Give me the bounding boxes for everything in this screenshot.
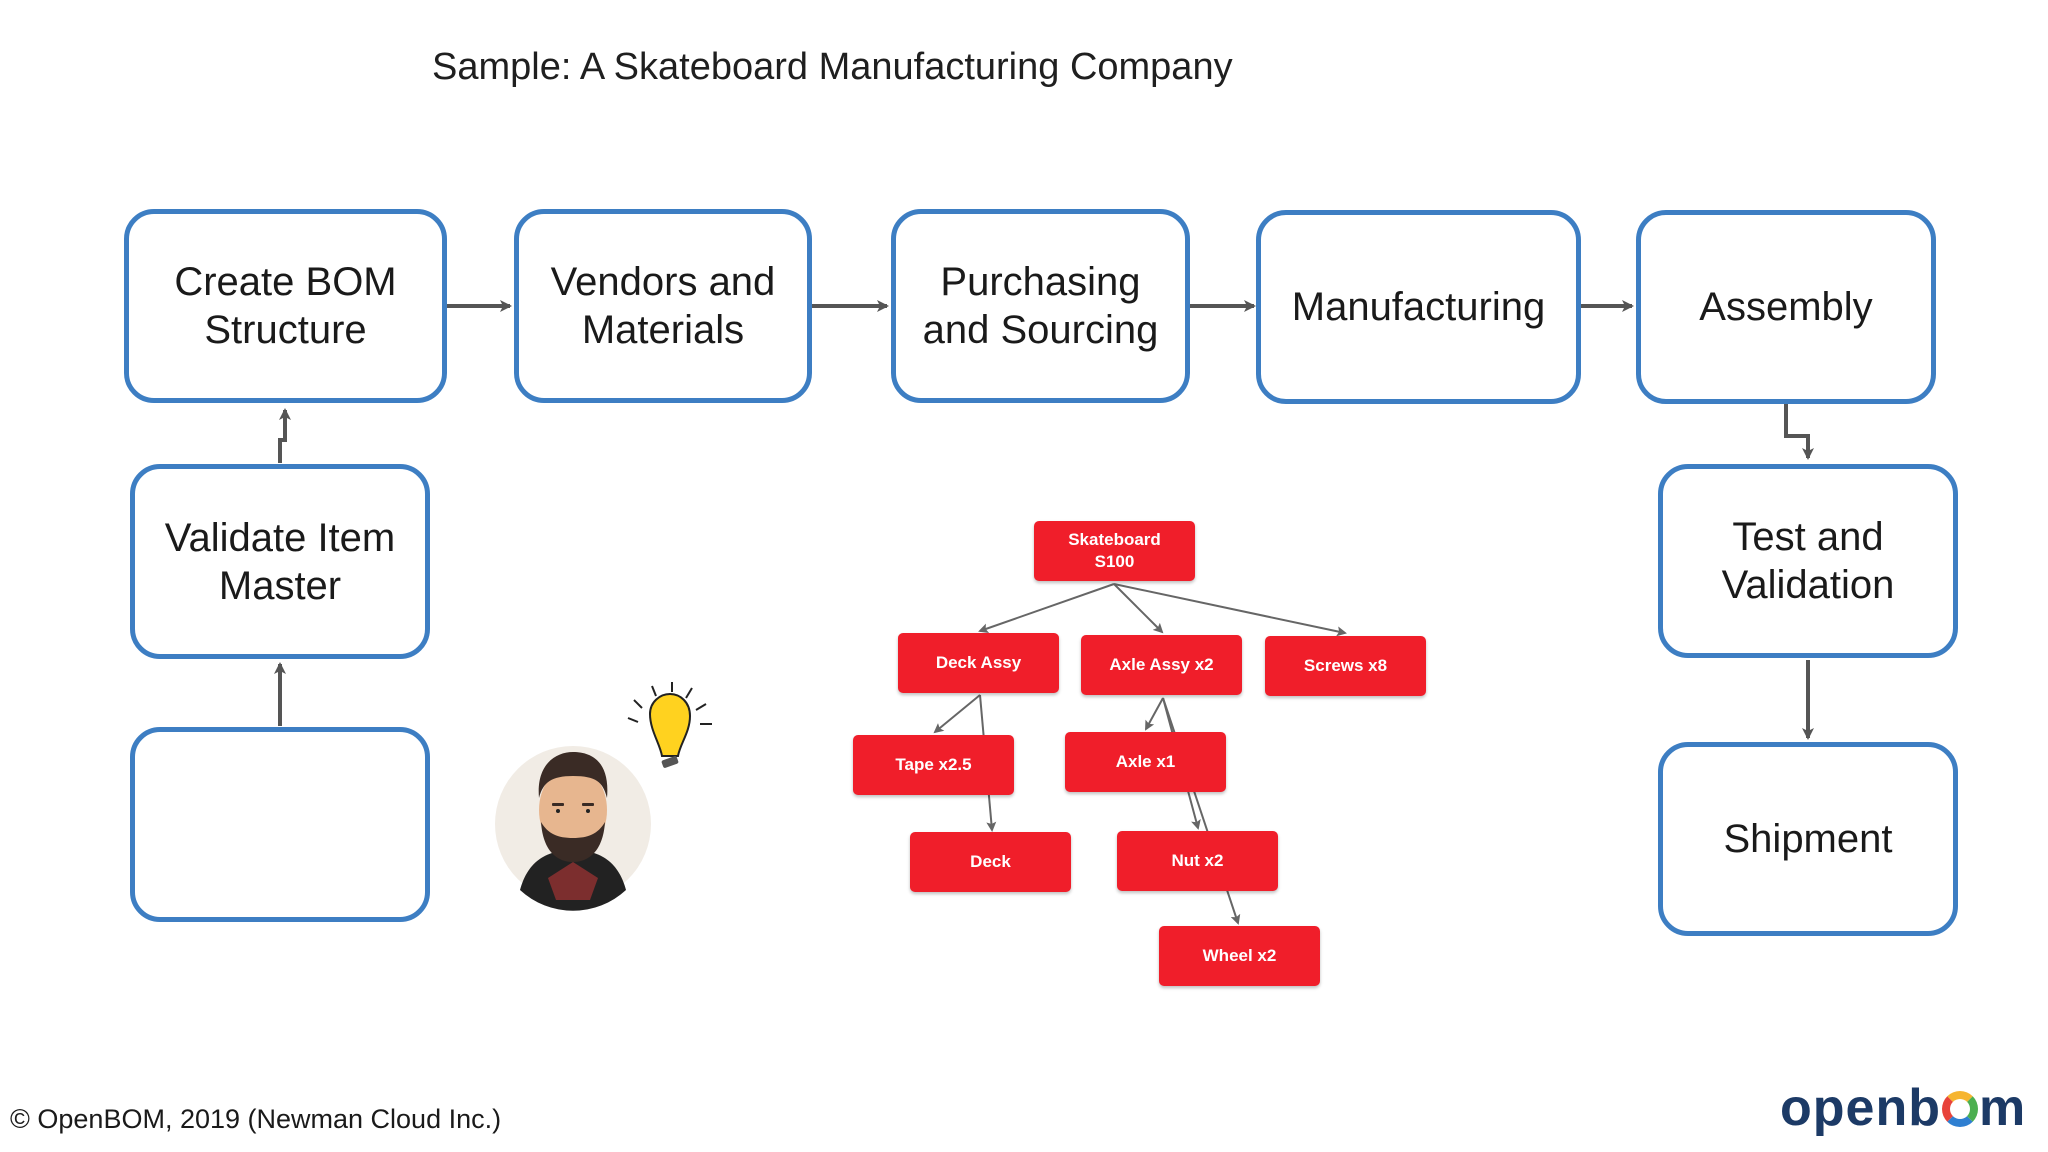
step-label: Test and Validation [1721,515,1895,607]
bom-node-nut: Nut x2 [1117,831,1278,891]
arrow-assembly-to-test [1784,404,1814,460]
bom-link-root-screws [1113,583,1347,637]
bom-link-axleassy-axle [1145,697,1164,731]
skateboard-image-box [130,727,430,922]
logo-text-suffix: m [1978,1079,2027,1137]
step-label: Assembly [1699,285,1873,329]
step-label: Create BOM Structure [174,260,397,352]
bom-node-screws: Screws x8 [1265,636,1426,696]
step-label: Vendors and Materials [550,260,776,352]
lightbulb-icon [627,682,712,768]
bom-node-label: Deck [970,852,1011,871]
step-assembly: Assembly [1636,210,1936,404]
bom-node-label: Skateboard S100 [1068,530,1161,571]
bom-node-label: Wheel x2 [1202,946,1277,965]
bom-node-label: Deck Assy [935,653,1022,672]
step-label: Manufacturing [1291,285,1546,329]
step-test-and-validation: Test and Validation [1658,464,1958,658]
arrow-validate-to-bom [278,408,291,463]
bom-node-skateboard-s100: Skateboard S100 [1034,521,1195,581]
bom-node-label: Nut x2 [1171,851,1224,870]
bom-node-label: Screws x8 [1303,656,1388,675]
slide-title: Sample: A Skateboard Manufacturing Compa… [432,46,1233,88]
step-label: Shipment [1723,817,1893,861]
step-shipment: Shipment [1658,742,1958,936]
logo-text-prefix: openb [1780,1079,1941,1137]
bom-link-deckassy-tape [933,694,981,734]
step-validate-item-master: Validate Item Master [130,464,430,659]
bom-node-wheel: Wheel x2 [1159,926,1320,986]
bom-link-root-deckassy [978,583,1115,634]
bom-node-label: Tape x2.5 [895,755,972,774]
bom-node-deck: Deck [910,832,1071,892]
step-vendors-and-materials: Vendors and Materials [514,209,812,403]
copyright-notice: © OpenBOM, 2019 (Newman Cloud Inc.) [10,1104,502,1134]
logo-ring-icon [1941,1091,1978,1127]
bom-node-label: Axle x1 [1115,752,1176,771]
bom-node-tape: Tape x2.5 [853,735,1014,795]
bom-node-label: Axle Assy x2 [1109,655,1214,674]
step-manufacturing: Manufacturing [1256,210,1581,404]
step-label: Validate Item Master [164,515,396,608]
bom-node-axle-assy: Axle Assy x2 [1081,635,1242,695]
bom-link-root-axleassy [1113,583,1164,634]
bom-node-deck-assy: Deck Assy [898,633,1059,693]
step-purchasing-and-sourcing: Purchasing and Sourcing [891,209,1190,403]
step-create-bom-structure: Create BOM Structure [124,209,447,403]
step-label: Purchasing and Sourcing [922,260,1159,352]
bom-node-axle: Axle x1 [1065,732,1226,792]
engineer-avatar [495,746,651,911]
